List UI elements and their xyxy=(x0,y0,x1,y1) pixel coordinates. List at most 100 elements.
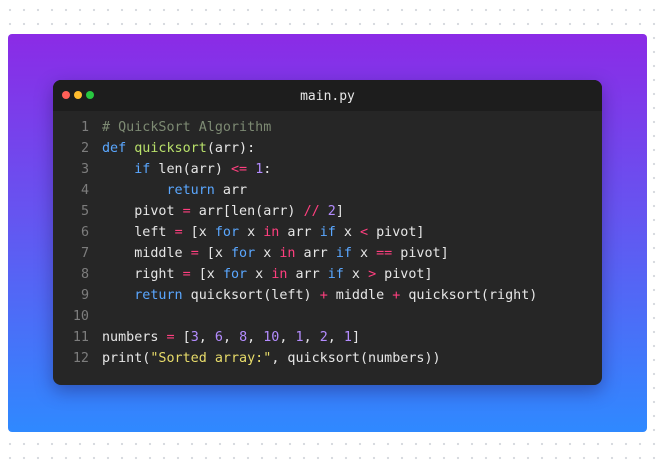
code-text: def quicksort(arr): xyxy=(89,138,255,159)
string-token: "Sorted array:" xyxy=(150,351,272,366)
plain-token: , quicksort(numbers)) xyxy=(271,351,441,366)
plain-token: middle xyxy=(102,246,191,261)
window-title: main.py xyxy=(300,89,355,104)
operator-token: in xyxy=(263,225,280,240)
line-number: 6 xyxy=(80,225,89,240)
code-line: 10 xyxy=(53,306,602,327)
code-text: # QuickSort Algorithm xyxy=(89,117,271,138)
line-number: 12 xyxy=(72,351,89,366)
operator-token: = xyxy=(182,204,191,219)
keyword-token: if xyxy=(134,162,151,177)
plain-token: , xyxy=(222,330,240,345)
keyword-token: if xyxy=(335,246,352,261)
operator-token: == xyxy=(376,246,393,261)
line-number: 9 xyxy=(80,288,89,303)
plain-token: right xyxy=(102,267,183,282)
keyword-token: for xyxy=(231,246,256,261)
line-number: 1 xyxy=(80,120,89,135)
plain-token: x xyxy=(247,267,272,282)
plain-token: left xyxy=(102,225,175,240)
code-text: return quicksort(left) + middle + quicks… xyxy=(89,285,537,306)
operator-token: = xyxy=(182,267,191,282)
plain-token: len(arr) xyxy=(150,162,231,177)
keyword-token: def xyxy=(102,141,127,156)
number-token: 10 xyxy=(263,330,280,345)
plain-token: arr xyxy=(279,225,320,240)
plain-token: (arr): xyxy=(206,141,256,156)
plain-token: pivot] xyxy=(376,267,433,282)
plain-token: middle xyxy=(327,288,393,303)
minimize-window-icon[interactable] xyxy=(74,91,82,99)
plain-token: , xyxy=(303,330,320,345)
plain-token: arr xyxy=(295,246,336,261)
plain-token xyxy=(102,162,134,177)
plain-token xyxy=(102,288,134,303)
code-text: numbers = [3, 6, 8, 10, 1, 2, 1] xyxy=(89,327,360,348)
plain-token: x xyxy=(335,225,360,240)
operator-token: <= xyxy=(231,162,248,177)
operator-token: < xyxy=(360,225,369,240)
plain-token: arr xyxy=(214,183,248,198)
plain-token: quicksort(left) xyxy=(182,288,320,303)
plain-token: x xyxy=(239,225,264,240)
plain-token: arr[len(arr) xyxy=(190,204,304,219)
number-token: 1 xyxy=(295,330,304,345)
plain-token xyxy=(320,204,328,219)
traffic-lights xyxy=(62,91,94,99)
plain-token: [ xyxy=(174,330,191,345)
code-text: right = [x for x in arr if x > pivot] xyxy=(89,264,433,285)
code-line: 5 pivot = arr[len(arr) // 2] xyxy=(53,201,602,222)
plain-token: [x xyxy=(190,267,223,282)
number-token: 1 xyxy=(255,162,264,177)
plain-token: pivot] xyxy=(368,225,425,240)
plain-token: , xyxy=(327,330,344,345)
line-number: 3 xyxy=(80,162,89,177)
code-line: 8 right = [x for x in arr if x > pivot] xyxy=(53,264,602,285)
operator-token: = xyxy=(174,225,183,240)
keyword-token: for xyxy=(222,267,248,282)
plain-token: [x xyxy=(182,225,215,240)
operator-token: + xyxy=(319,288,328,303)
operator-token: > xyxy=(368,267,377,282)
code-line: 7 middle = [x for x in arr if x == pivot… xyxy=(53,243,602,264)
line-number: 5 xyxy=(80,204,89,219)
close-window-icon[interactable] xyxy=(62,91,70,99)
code-line: 6 left = [x for x in arr if x < pivot] xyxy=(53,222,602,243)
operator-token: in xyxy=(279,246,296,261)
code-text: pivot = arr[len(arr) // 2] xyxy=(89,201,344,222)
plain-token xyxy=(247,162,255,177)
plain-token: x xyxy=(343,267,369,282)
plain-token xyxy=(102,183,167,198)
plain-token: [x xyxy=(198,246,231,261)
plain-token: pivot xyxy=(102,204,183,219)
plain-token: arr xyxy=(287,267,328,282)
number-token: 8 xyxy=(239,330,248,345)
operator-token: in xyxy=(271,267,288,282)
function-token: quicksort xyxy=(134,141,207,156)
plain-token: : xyxy=(263,162,272,177)
keyword-token: if xyxy=(319,225,336,240)
line-number: 7 xyxy=(80,246,89,261)
code-text: return arr xyxy=(89,180,248,201)
keyword-token: for xyxy=(214,225,240,240)
maximize-window-icon[interactable] xyxy=(86,91,94,99)
plain-token: pivot] xyxy=(392,246,449,261)
operator-token: // xyxy=(303,204,320,219)
keyword-token: if xyxy=(327,267,344,282)
operator-token: = xyxy=(166,330,175,345)
plain-token: , xyxy=(279,330,296,345)
code-text: left = [x for x in arr if x < pivot] xyxy=(89,222,425,243)
line-number: 11 xyxy=(72,330,89,345)
line-number: 8 xyxy=(80,267,89,282)
code-line: 9 return quicksort(left) + middle + quic… xyxy=(53,285,602,306)
window-titlebar: main.py xyxy=(53,80,602,111)
number-token: 1 xyxy=(343,330,352,345)
code-text: middle = [x for x in arr if x == pivot] xyxy=(89,243,449,264)
plain-token: x xyxy=(255,246,280,261)
